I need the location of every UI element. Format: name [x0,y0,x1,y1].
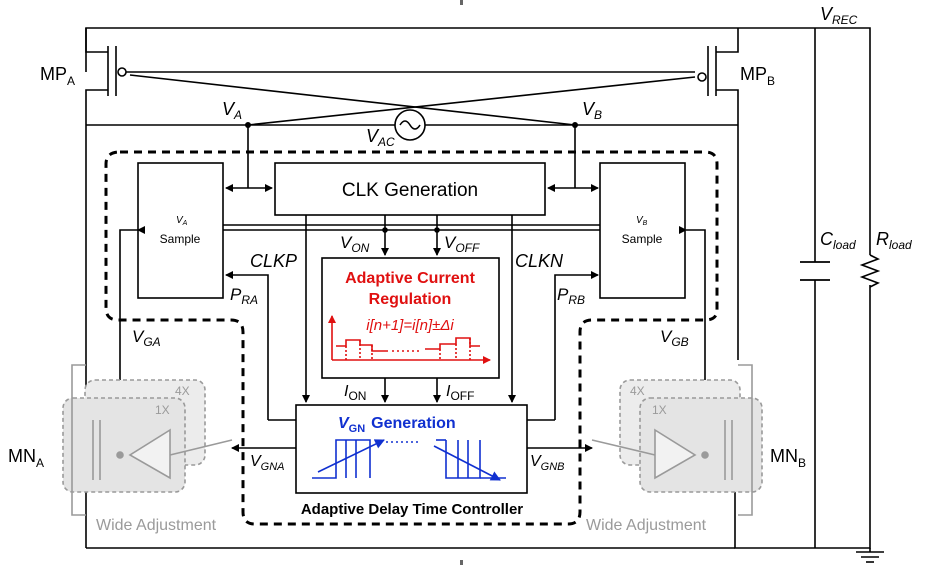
acr-title-2: Regulation [369,291,452,308]
mna-label: MNA [8,446,44,470]
vb-sample-v: VB [636,215,648,227]
vga-label: VGA [132,327,161,349]
ion-label: ION [344,383,366,403]
vb-node [572,122,578,128]
clk-generation-block [274,162,546,216]
x1-left-label: 1X [155,403,170,417]
vac-label: VAC [366,126,395,149]
rload-resistor [859,254,881,288]
rload-label: Rload [876,229,912,252]
sample-clk-arrows [223,184,600,231]
top-mark [460,0,463,5]
vgnb-label: VGNB [530,453,565,473]
clk-generation-label: CLK Generation [342,180,478,201]
vb-label: VB [582,99,602,122]
mpb-label: MPB [740,64,775,88]
mpb-transistor [697,28,739,125]
vgn-waveform [312,439,506,481]
von-label: VON [340,233,370,255]
acr-waveform [328,315,491,364]
va-label: VA [222,99,242,122]
acr-title-1: Adaptive Current [345,270,475,287]
mnb-transistor-array [591,364,763,516]
va-node [245,122,251,128]
cross-coupling [129,74,696,126]
x4-right-label: 4X [630,384,645,398]
voff-label: VOFF [444,233,480,255]
mpa-transistor [85,28,695,125]
pra-label: PRA [230,285,258,307]
vb-sample-block [599,162,686,299]
adtc-boundary [104,150,719,526]
x1-right-label: 1X [652,403,667,417]
bottom-mark [460,560,463,565]
va-sample-block [137,162,224,299]
ion-ioff-arrows [381,378,441,403]
va-sample-v: VA [176,215,188,227]
mpa-label: MPA [40,64,75,88]
adtc-label: Adaptive Delay Time Controller [301,501,523,518]
mna-transistor-array [62,364,233,516]
prb-label: PRB [557,285,585,307]
clkn-label: CLKN [515,251,564,271]
vrec-label: VREC [820,4,858,27]
vb-sample-text: Sample [622,232,663,246]
cload-label: Cload [820,229,856,252]
mnb-label: MNB [770,446,806,470]
clk-lines [225,215,599,421]
acr-formula: i[n+1]=i[n]±Δi [366,317,454,334]
wide-adjustment-left: Wide Adjustment [96,517,217,534]
von-voff-arrows [381,215,441,256]
ground-symbol [856,551,884,563]
va-sample-text: Sample [160,232,201,246]
ioff-label: IOFF [446,383,474,403]
wide-adjustment-right: Wide Adjustment [586,517,707,534]
vgna-label: VGNA [250,453,285,473]
vgb-label: VGB [660,327,689,349]
cload-capacitor [800,261,830,281]
clkp-label: CLKP [250,251,297,271]
x4-left-label: 4X [175,384,190,398]
